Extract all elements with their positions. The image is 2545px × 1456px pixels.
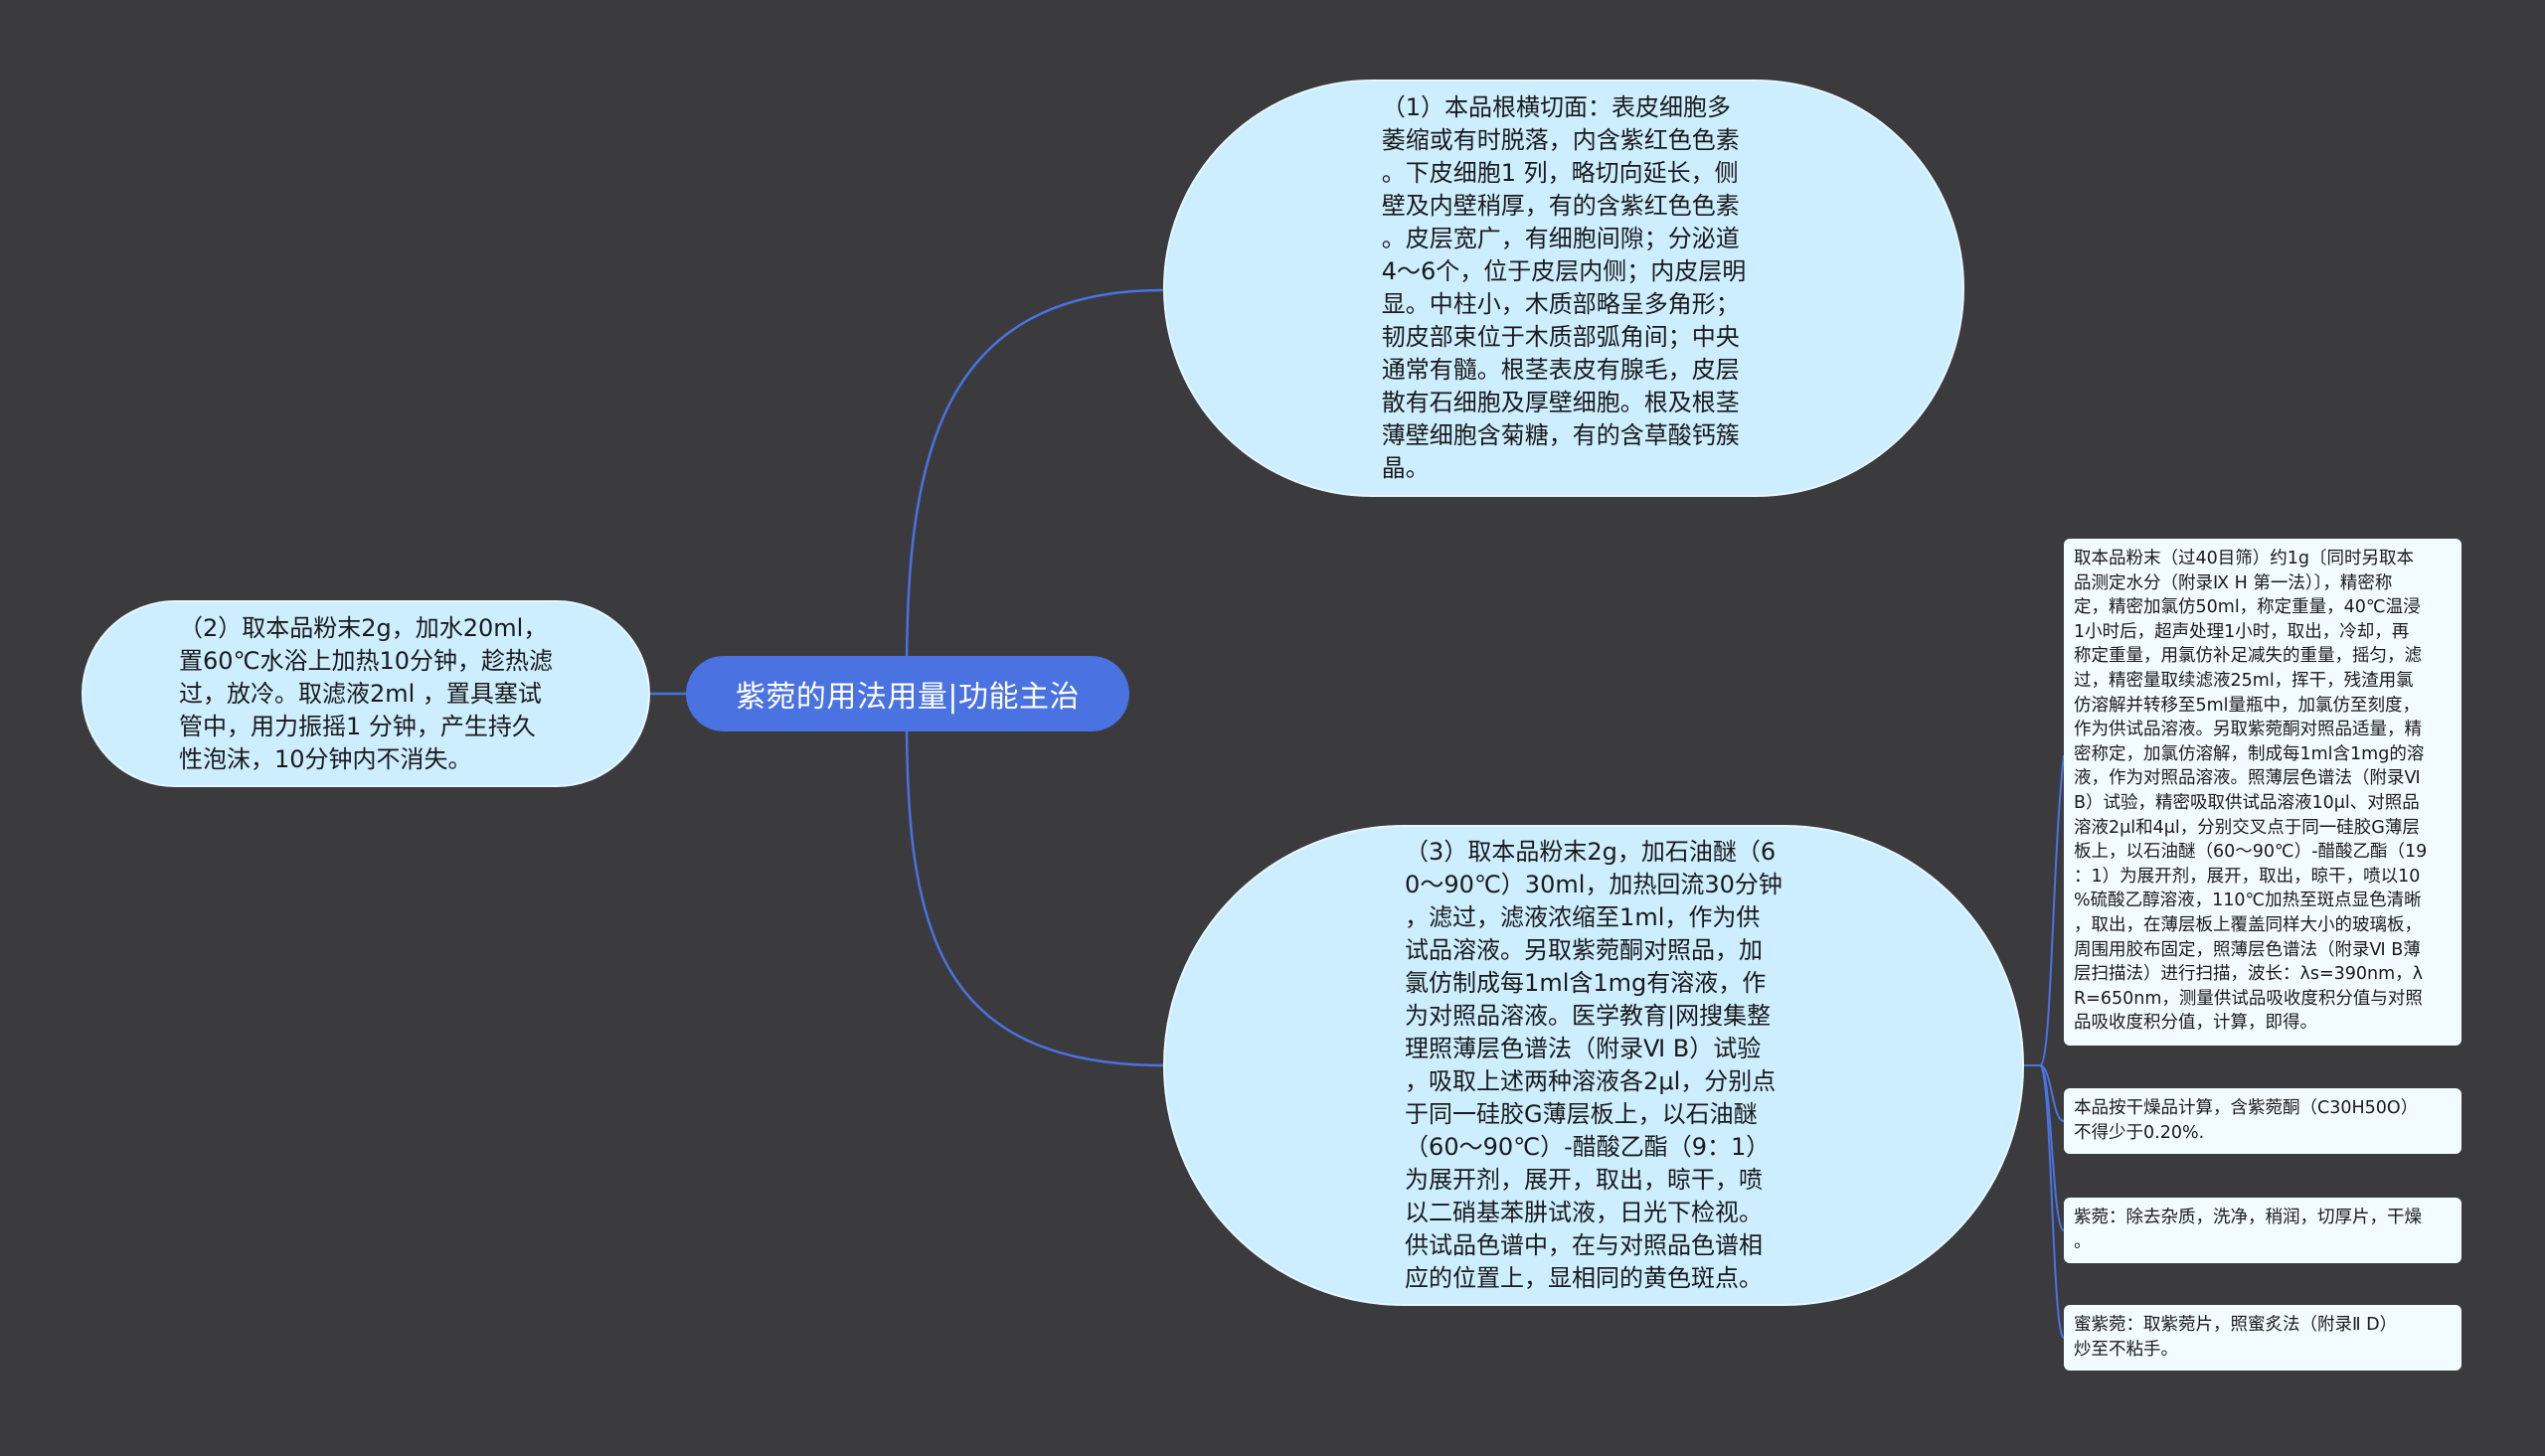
- leaf-node-1[interactable]: 取本品粉末（过40目筛）约1g〔同时另取本 品测定水分（附录Ⅸ H 第一法）〕，…: [2064, 539, 2461, 1046]
- leaf-node-1-text: 取本品粉末（过40目筛）约1g〔同时另取本 品测定水分（附录Ⅸ H 第一法）〕，…: [2074, 549, 2428, 1034]
- branch-node-2[interactable]: （2）取本品粉末2g，加水20ml， 置60℃水浴上加热10分钟，趁热滤 过，放…: [82, 600, 650, 787]
- leaf-node-2-text: 本品按干燥品计算，含紫菀酮（C30H50O） 不得少于0.20%.: [2074, 1098, 2419, 1143]
- branch-node-1-text: （1）本品根横切面：表皮细胞多 萎缩或有时脱落，内含紫红色色素 。下皮细胞1 列…: [1381, 93, 1747, 482]
- leaf-node-4[interactable]: 蜜紫菀：取紫菀片，照蜜炙法（附录Ⅱ D） 炒至不粘手。: [2064, 1305, 2461, 1371]
- leaf-node-3[interactable]: 紫菀：除去杂质，洗净，稍润，切厚片，干燥 。: [2064, 1198, 2461, 1263]
- leaf-node-2[interactable]: 本品按干燥品计算，含紫菀酮（C30H50O） 不得少于0.20%.: [2064, 1088, 2461, 1154]
- connector-leaf-1: [2039, 754, 2065, 1066]
- leaf-node-3-text: 紫菀：除去杂质，洗净，稍润，切厚片，干燥 。: [2074, 1208, 2422, 1252]
- branch-node-2-text: （2）取本品粉末2g，加水20ml， 置60℃水浴上加热10分钟，趁热滤 过，放…: [178, 613, 554, 773]
- connector-leaf-4: [2039, 1064, 2065, 1339]
- connector-central-node3: [905, 715, 1164, 1067]
- branch-node-3-text: （3）取本品粉末2g，加石油醚（6 0～90℃）30ml，加热回流30分钟 ，滤…: [1405, 838, 1782, 1292]
- central-topic-label: 紫菀的用法用量|功能主治: [735, 680, 1081, 715]
- branch-node-1[interactable]: （1）本品根横切面：表皮细胞多 萎缩或有时脱落，内含紫红色色素 。下皮细胞1 列…: [1163, 80, 1964, 497]
- branch-node-3[interactable]: （3）取本品粉末2g，加石油醚（6 0～90℃）30ml，加热回流30分钟 ，滤…: [1163, 825, 2024, 1306]
- connector-leaf-2: [2039, 1064, 2065, 1122]
- central-topic[interactable]: 紫菀的用法用量|功能主治: [686, 656, 1129, 731]
- connector-central-node1: [905, 288, 1164, 677]
- leaf-node-4-text: 蜜紫菀：取紫菀片，照蜜炙法（附录Ⅱ D） 炒至不粘手。: [2074, 1315, 2398, 1360]
